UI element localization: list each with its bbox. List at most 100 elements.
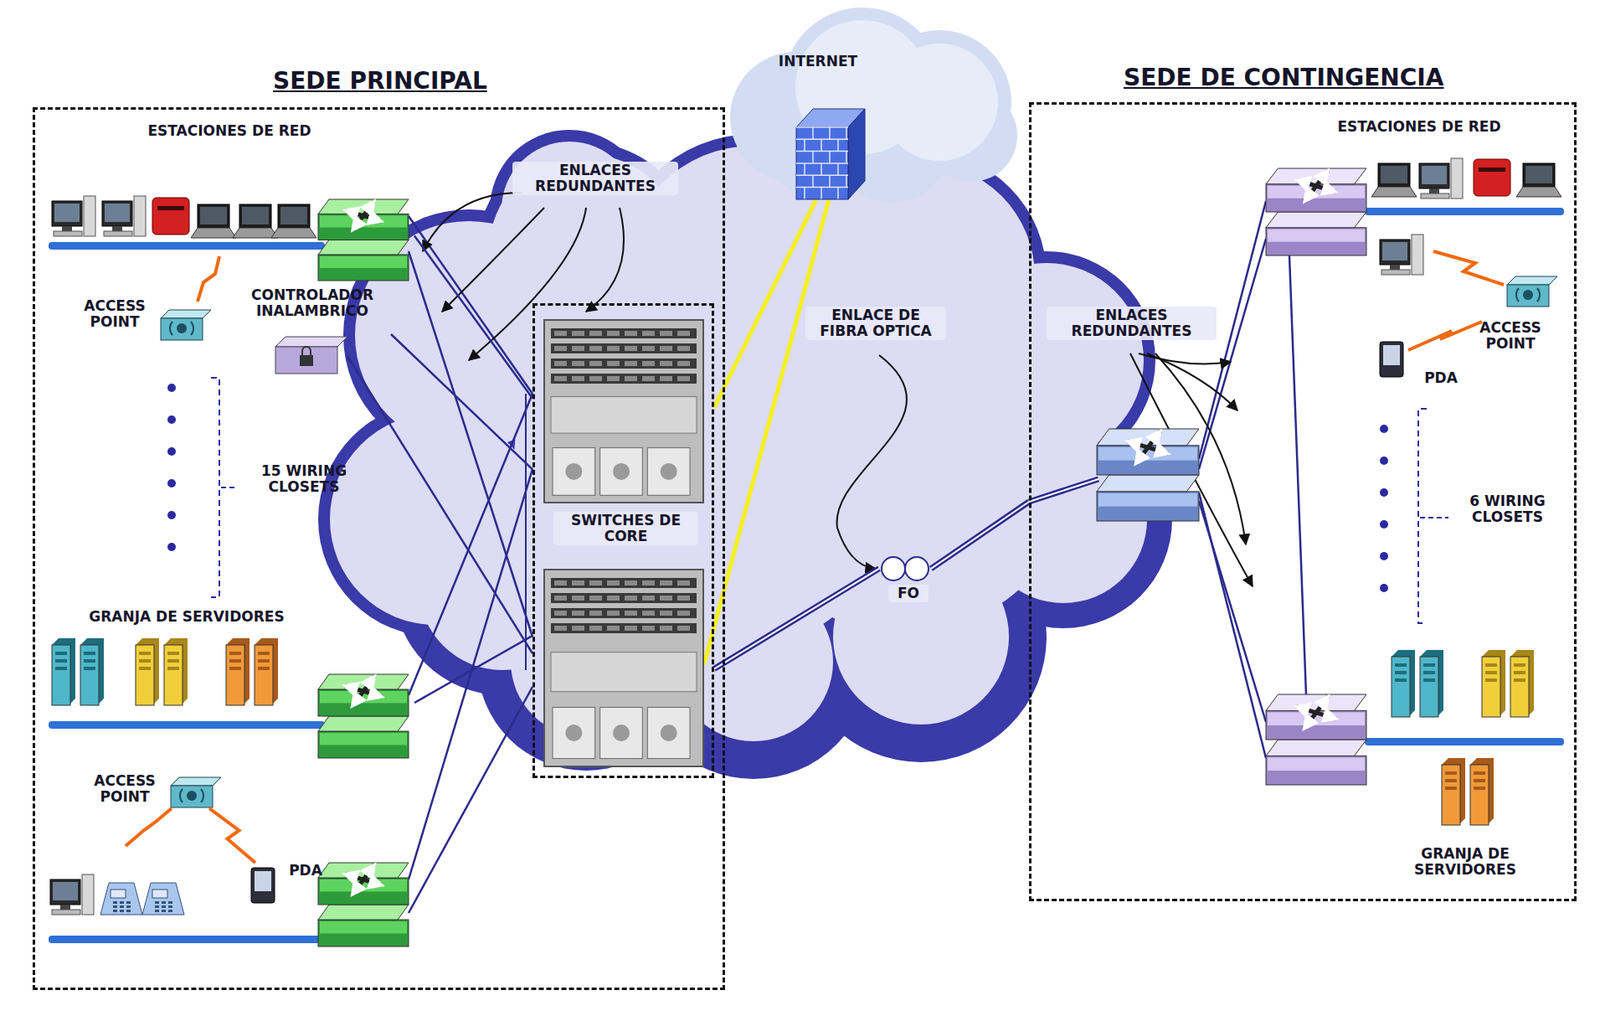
lan-bar — [1364, 207, 1564, 216]
switch — [318, 199, 409, 281]
lan-bar — [48, 241, 325, 250]
server — [51, 637, 104, 705]
closet-leader — [221, 486, 238, 489]
fiber-link — [931, 501, 1029, 569]
wireless-controller — [275, 336, 348, 374]
link-note: ENLACES REDUNDANTES — [512, 161, 679, 196]
fiber-core — [714, 568, 880, 669]
region-title: SEDE PRINCIPAL — [272, 67, 488, 94]
continuation-dot — [1379, 583, 1389, 592]
network-cloud — [318, 129, 1173, 779]
server — [1391, 649, 1444, 717]
wireless-link — [125, 807, 172, 846]
node-label: CONTROLADOR INALAMBRICO — [236, 287, 388, 319]
access-point-icon — [160, 309, 211, 340]
node-outline — [720, 10, 1021, 200]
node-label: GRANJA DE SERVIDORES — [1394, 845, 1537, 878]
link-line — [408, 393, 533, 695]
server — [226, 637, 278, 705]
fiber-connector: FO — [879, 554, 932, 613]
laptop — [1371, 163, 1417, 197]
pda — [251, 867, 275, 903]
laptop — [190, 204, 237, 238]
link-line — [414, 635, 533, 703]
internet-cloud: INTERNET — [720, 10, 1021, 200]
device-group: GRANJA DE SERVIDORES — [46, 607, 415, 767]
desktop-computer — [102, 195, 146, 237]
desktop-computer — [1379, 234, 1424, 275]
node-outline — [879, 554, 932, 613]
device-group: GRANJA DE SERVIDORES — [1260, 644, 1569, 896]
switch — [318, 673, 409, 758]
continuation-dot — [167, 415, 176, 424]
access-point-icon — [1507, 276, 1558, 307]
node-label: SWITCHES DE CORE — [553, 511, 699, 546]
laptop — [271, 204, 317, 238]
continuation-dot — [1379, 488, 1389, 497]
printer — [152, 197, 190, 235]
wireless-link — [197, 256, 220, 302]
continuation-dot — [167, 542, 176, 551]
server — [1481, 649, 1534, 717]
node-label: ESTACIONES DE RED — [1293, 118, 1545, 135]
node-label: INTERNET — [763, 53, 873, 70]
node-label: GRANJA DE SERVIDORES — [52, 608, 321, 625]
wireless-link — [209, 807, 256, 863]
node-label: ACCESS POINT — [73, 298, 156, 330]
node-label: ACCESS POINT — [1461, 319, 1560, 352]
node-label: ACCESS POINT — [83, 772, 166, 805]
device-label: PDA — [1419, 370, 1463, 386]
continuation-dot — [1379, 551, 1389, 561]
device-group: ACCESS POINT — [1461, 266, 1569, 376]
access-point-icon — [170, 776, 222, 808]
switch — [318, 862, 409, 947]
link-line — [1289, 255, 1307, 695]
switch — [1265, 694, 1367, 785]
device-group: ACCESS POINT — [73, 293, 218, 356]
lan-bar — [48, 935, 325, 943]
ip-phone — [142, 882, 185, 915]
pda — [1379, 341, 1404, 377]
continuation-dot — [167, 447, 176, 456]
lan-bar — [48, 720, 325, 729]
laptop — [1516, 163, 1562, 197]
continuation-dot — [167, 510, 176, 520]
core-chassis — [544, 319, 704, 503]
printer — [1473, 159, 1511, 196]
region-title: SEDE DE CONTINGENCIA — [1123, 64, 1444, 91]
link-line — [1198, 492, 1266, 758]
fiber-arrow — [837, 354, 907, 569]
closet-bracket — [210, 377, 220, 597]
desktop-computer — [1419, 158, 1463, 199]
link-line — [1198, 238, 1266, 469]
switch — [1265, 168, 1367, 256]
device-group: ACCESS POINT — [83, 766, 235, 821]
continuation-dot — [1379, 519, 1389, 529]
redundancy-arrow — [468, 207, 587, 361]
node-label: FO — [888, 584, 929, 602]
server — [135, 637, 188, 705]
closet-count: 15 WIRING CLOSETS — [241, 463, 367, 495]
redundancy-arrow — [586, 207, 624, 312]
device-label: PDA — [284, 862, 327, 879]
laptop — [232, 204, 278, 238]
link-line — [347, 355, 533, 654]
continuation-dot — [167, 478, 176, 488]
link-line — [390, 334, 533, 469]
switch — [1096, 428, 1199, 521]
link-line — [408, 468, 533, 880]
device-group: CONTROLADOR INALAMBRICO — [236, 287, 391, 381]
redundancy-arrow — [422, 192, 521, 252]
fiber-link — [1028, 478, 1099, 502]
wireless-link — [1433, 251, 1504, 285]
closet-leader — [1419, 516, 1449, 519]
desktop-computer — [50, 874, 94, 915]
fiber-link — [714, 568, 880, 669]
link-line — [524, 393, 527, 670]
fiber-link — [1028, 478, 1099, 502]
closet-count: 6 WIRING CLOSETS — [1450, 493, 1564, 525]
ip-phone — [100, 882, 143, 915]
fiber-core — [931, 501, 1029, 569]
